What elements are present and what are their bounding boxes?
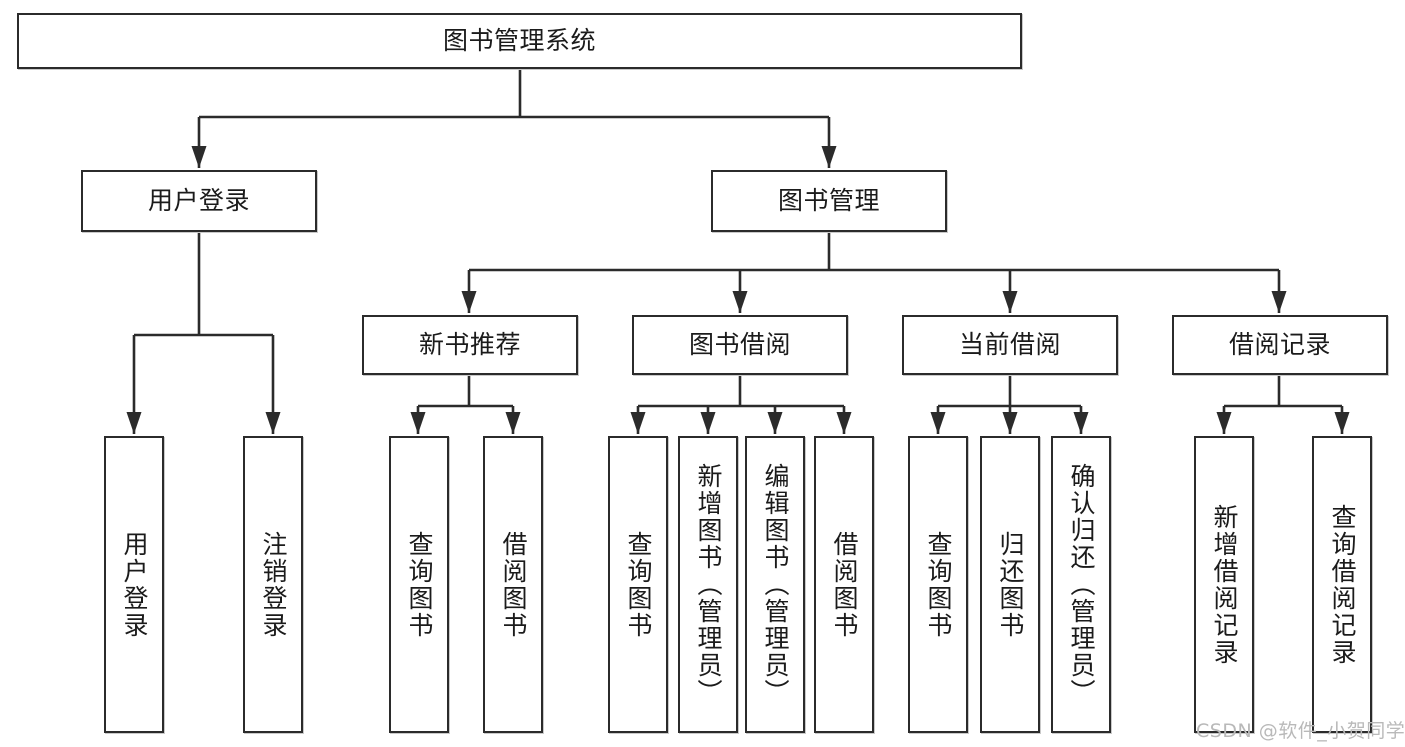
- node-leaf-5[interactable]: 新增图书（管理员）: [678, 436, 738, 733]
- arrowhead-l2-1-to-l3-3: [1271, 291, 1287, 313]
- arrowhead-l3-1-to-leaf-4: [630, 412, 646, 434]
- node-leaf-0[interactable]: 用户登录: [104, 436, 164, 733]
- node-leaf-12[interactable]: 查询借阅记录: [1312, 436, 1372, 733]
- node-label-l3-2: 当前借阅: [958, 330, 1061, 360]
- node-leaf-9[interactable]: 归还图书: [980, 436, 1040, 733]
- node-label-leaf-7: 借阅图书: [830, 530, 859, 639]
- node-label-leaf-11: 新增借阅记录: [1210, 503, 1239, 666]
- node-label-leaf-2: 查询图书: [405, 530, 434, 639]
- node-label-leaf-3: 借阅图书: [499, 530, 528, 639]
- arrowhead-l3-2-to-leaf-8: [930, 412, 946, 434]
- node-leaf-6[interactable]: 编辑图书（管理员）: [745, 436, 805, 733]
- node-l3-2[interactable]: 当前借阅: [902, 315, 1118, 375]
- node-l2-0[interactable]: 用户登录: [81, 170, 317, 232]
- node-leaf-7[interactable]: 借阅图书: [814, 436, 874, 733]
- node-label-leaf-6: 编辑图书（管理员）: [761, 463, 790, 706]
- node-label-leaf-0: 用户登录: [120, 530, 149, 639]
- node-leaf-10[interactable]: 确认归还（管理员）: [1051, 436, 1111, 733]
- arrowhead-root-to-l2-0: [191, 146, 207, 168]
- node-l3-1[interactable]: 图书借阅: [632, 315, 848, 375]
- node-label-leaf-9: 归还图书: [996, 530, 1025, 639]
- node-label-leaf-4: 查询图书: [624, 530, 653, 639]
- node-label-leaf-8: 查询图书: [924, 530, 953, 639]
- node-label-leaf-1: 注销登录: [259, 530, 288, 639]
- csdn-watermark: CSDN @软件_小贺同学: [1196, 720, 1405, 742]
- arrowhead-l2-1-to-l3-0: [461, 291, 477, 313]
- arrowhead-l2-1-to-l3-2: [1002, 291, 1018, 313]
- node-label-leaf-5: 新增图书（管理员）: [694, 463, 723, 706]
- arrowhead-l3-1-to-leaf-7: [836, 412, 852, 434]
- node-label-l3-3: 借阅记录: [1228, 330, 1331, 360]
- node-label-root: 图书管理系统: [442, 26, 596, 56]
- node-l2-1[interactable]: 图书管理: [711, 170, 947, 232]
- arrowhead-l2-0-to-leaf-0: [126, 412, 142, 434]
- node-label-l2-1: 图书管理: [777, 186, 880, 216]
- node-leaf-1[interactable]: 注销登录: [243, 436, 303, 733]
- node-root[interactable]: 图书管理系统: [17, 13, 1022, 69]
- arrowhead-l3-2-to-leaf-10: [1073, 412, 1089, 434]
- node-leaf-8[interactable]: 查询图书: [908, 436, 968, 733]
- node-label-l3-1: 图书借阅: [688, 330, 791, 360]
- node-leaf-2[interactable]: 查询图书: [389, 436, 449, 733]
- node-leaf-4[interactable]: 查询图书: [608, 436, 668, 733]
- arrowhead-l3-0-to-leaf-3: [505, 412, 521, 434]
- node-l3-0[interactable]: 新书推荐: [362, 315, 578, 375]
- arrowhead-l2-1-to-l3-1: [732, 291, 748, 313]
- node-leaf-3[interactable]: 借阅图书: [483, 436, 543, 733]
- node-l3-3[interactable]: 借阅记录: [1172, 315, 1388, 375]
- node-label-leaf-10: 确认归还（管理员）: [1067, 463, 1096, 706]
- node-leaf-11[interactable]: 新增借阅记录: [1194, 436, 1254, 733]
- arrowhead-root-to-l2-1: [821, 146, 837, 168]
- arrowhead-l3-0-to-leaf-2: [410, 412, 426, 434]
- node-label-l3-0: 新书推荐: [418, 330, 521, 360]
- arrowhead-l3-3-to-leaf-11: [1216, 412, 1232, 434]
- arrowhead-l3-2-to-leaf-9: [1002, 412, 1018, 434]
- arrowhead-l3-1-to-leaf-6: [767, 412, 783, 434]
- node-label-l2-0: 用户登录: [147, 186, 250, 216]
- arrowhead-l2-0-to-leaf-1: [265, 412, 281, 434]
- node-label-leaf-12: 查询借阅记录: [1328, 503, 1357, 666]
- arrowhead-l3-3-to-leaf-12: [1334, 412, 1350, 434]
- arrowhead-l3-1-to-leaf-5: [700, 412, 716, 434]
